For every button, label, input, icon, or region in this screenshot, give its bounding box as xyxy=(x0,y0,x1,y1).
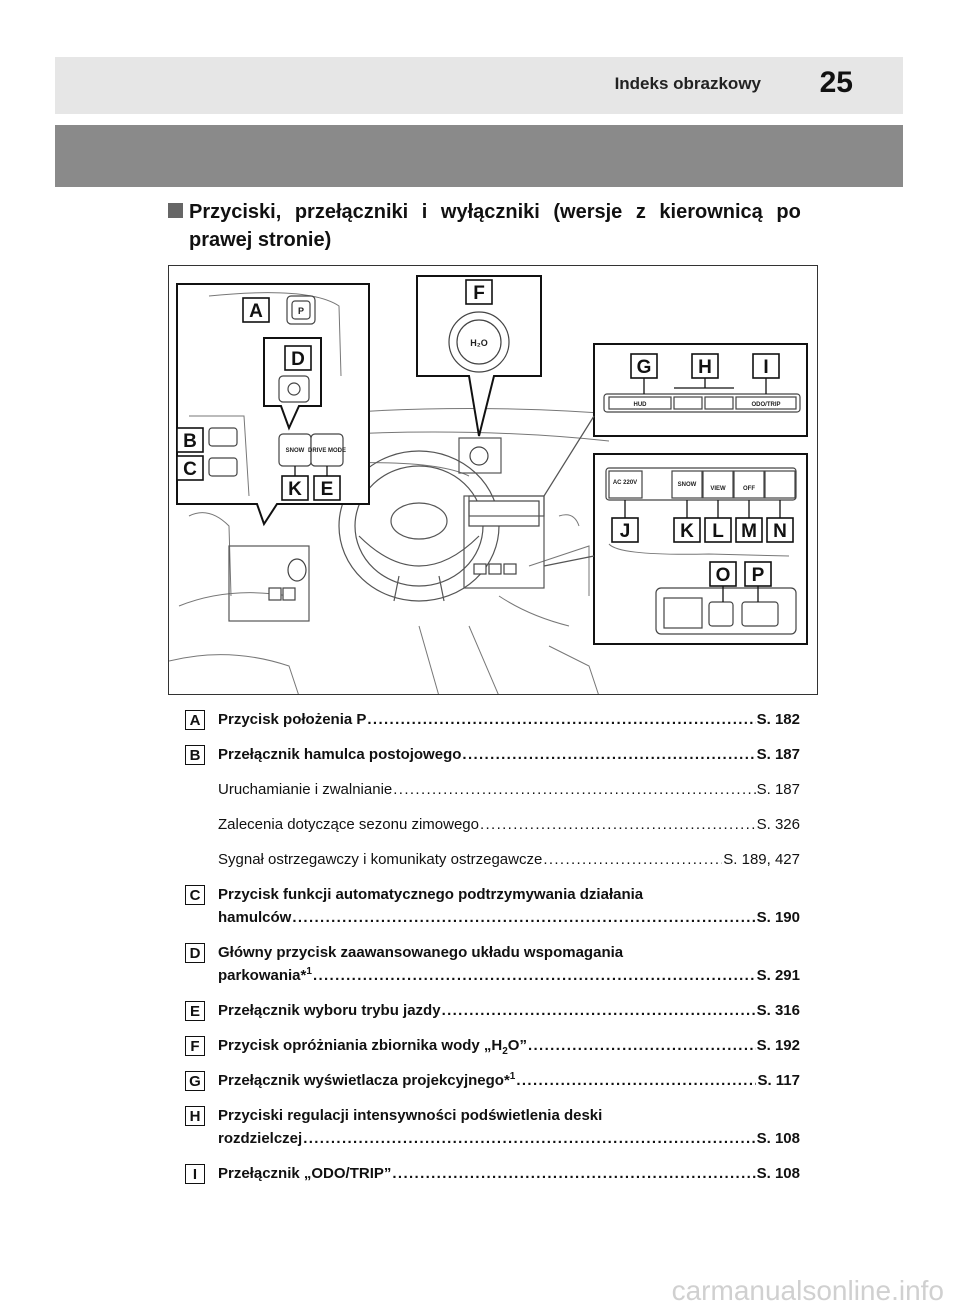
page-ref[interactable]: S. 117 xyxy=(757,1072,800,1089)
legend-entry-e: E Przełącznik wyboru trybu jazdy S. 316 xyxy=(185,999,800,1022)
cabin-sketch xyxy=(169,408,640,694)
callout-f: H₂O xyxy=(416,275,542,437)
page-ref[interactable]: S. 316 xyxy=(756,1002,800,1019)
entry-text: Przełącznik „ODO/TRIP” xyxy=(218,1165,392,1182)
figure-label-j: J xyxy=(620,521,631,542)
ac-button-label: AC 220V xyxy=(613,480,637,486)
legend-entry-b: B Przełącznik hamulca postojowego S. 187 xyxy=(185,743,800,766)
entry-text: parkowania* xyxy=(218,967,307,984)
page-ref[interactable]: S. 182 xyxy=(756,711,800,728)
figure-label-a: A xyxy=(249,301,263,322)
letter-badge: A xyxy=(185,710,205,730)
legend-subentry: Uruchamianie i zwalnianie S. 187 xyxy=(185,778,800,801)
entry-text: Przycisk położenia P xyxy=(218,711,367,728)
letter-badge: C xyxy=(185,885,205,905)
figure-label-d: D xyxy=(291,349,305,370)
callout-left: P SNOW DRIVE MODE xyxy=(176,283,370,527)
page-ref[interactable]: S. 326 xyxy=(756,816,800,833)
figure-label-b: B xyxy=(183,431,197,452)
legend-entry-c: C Przycisk funkcji automatycznego podtrz… xyxy=(185,883,800,929)
heading-line1: Przyciski, przełączniki i wyłączniki (we… xyxy=(189,201,801,223)
dashboard-illustration: P SNOW DRIVE MODE H₂O HUD ODO/TRIP xyxy=(168,265,818,695)
figure-label-p: P xyxy=(752,565,765,586)
figure-label-m: M xyxy=(741,521,757,542)
figure-label-g: G xyxy=(637,357,652,378)
h2o-button-label: H₂O xyxy=(470,338,488,348)
p-button-label: P xyxy=(298,306,304,316)
figure-label-k-left: K xyxy=(288,479,302,500)
section-heading: Przyciski, przełączniki i wyłączniki (we… xyxy=(168,198,808,254)
letter-badge: E xyxy=(185,1001,205,1021)
figure-label-n: N xyxy=(773,521,787,542)
entry-text: Przełącznik wyboru trybu jazdy xyxy=(218,1002,441,1019)
legend-entry-i: I Przełącznik „ODO/TRIP” S. 108 xyxy=(185,1162,800,1185)
footnote-marker: 1 xyxy=(306,966,312,977)
letter-badge: H xyxy=(185,1106,205,1126)
heading-line2: prawej stronie) xyxy=(189,229,332,251)
letter-badge: G xyxy=(185,1071,205,1091)
letter-badge: I xyxy=(185,1164,205,1184)
legend-list: A Przycisk położenia P S. 182 B Przełączn… xyxy=(185,708,800,1197)
figure-label-l: L xyxy=(712,521,724,542)
figure-label-i: I xyxy=(763,357,768,378)
figure-label-c: C xyxy=(183,459,197,480)
entry-text: Przełącznik wyświetlacza projekcyjnego* xyxy=(218,1072,510,1089)
figure-label-o: O xyxy=(716,565,731,586)
legend-entry-h: H Przyciski regulacji intensywności podś… xyxy=(185,1104,800,1150)
page-header: Indeks obrazkowy 25 xyxy=(55,57,903,114)
page-ref[interactable]: S. 187 xyxy=(756,746,800,763)
page-ref[interactable]: S. 190 xyxy=(756,909,800,926)
legend-subentry: Zalecenia dotyczące sezonu zimowego S. 32… xyxy=(185,813,800,836)
page-ref[interactable]: S. 108 xyxy=(756,1130,800,1147)
letter-badge: D xyxy=(185,943,205,963)
view-button-label: VIEW xyxy=(710,486,726,492)
snow2-button-label: SNOW xyxy=(678,482,697,488)
legend-entry-d: D Główny przycisk zaawansowanego układu … xyxy=(185,941,800,987)
entry-text-line1: Przycisk funkcji automatycznego podtrzym… xyxy=(218,886,644,903)
subscript: 2 xyxy=(502,1046,508,1057)
figure-label-k: K xyxy=(680,521,694,542)
footnote-marker: 1 xyxy=(509,1071,516,1082)
drive-mode-label: DRIVE MODE xyxy=(308,448,346,454)
page-ref[interactable]: S. 291 xyxy=(756,967,800,984)
letter-badge: B xyxy=(185,745,205,765)
entry-text: Przycisk opróżniania zbiornika wody „H xyxy=(218,1037,503,1054)
entry-text: hamulców xyxy=(218,909,292,926)
entry-text: rozdzielczej xyxy=(218,1130,303,1147)
entry-text-line1: Przyciski regulacji intensywności podświ… xyxy=(218,1107,603,1124)
entry-text-end: O” xyxy=(507,1037,527,1054)
page-number: 25 xyxy=(819,66,853,99)
page-ref[interactable]: S. 189, 427 xyxy=(723,851,800,868)
subentry-text: Uruchamianie i zwalnianie xyxy=(218,781,393,798)
odo-trip-button-label: ODO/TRIP xyxy=(751,402,780,408)
section-band xyxy=(55,125,903,187)
subentry-text: Sygnał ostrzegawczy i komunikaty ostrzeg… xyxy=(218,851,543,868)
subentry-text: Zalecenia dotyczące sezonu zimowego xyxy=(218,816,479,833)
letter-badge: F xyxy=(185,1036,205,1056)
legend-entry-a: A Przycisk położenia P S. 182 xyxy=(185,708,800,731)
page-ref[interactable]: S. 192 xyxy=(756,1037,800,1054)
legend-entry-g: G Przełącznik wyświetlacza projekcyjnego… xyxy=(185,1069,800,1092)
snow-button-label: SNOW xyxy=(286,448,305,454)
hud-button-label: HUD xyxy=(634,402,648,408)
figure-label-f: F xyxy=(473,283,485,304)
legend-subentry: Sygnał ostrzegawczy i komunikaty ostrzeg… xyxy=(185,848,800,871)
entry-text-line1: Główny przycisk zaawansowanego układu ws… xyxy=(218,944,624,961)
page-ref[interactable]: S. 108 xyxy=(756,1165,800,1182)
figure-label-e: E xyxy=(321,479,334,500)
header-title: Indeks obrazkowy xyxy=(614,74,761,93)
figure-label-h: H xyxy=(698,357,712,378)
legend-entry-f: F Przycisk opróżniania zbiornika wody „H… xyxy=(185,1034,800,1057)
page-ref[interactable]: S. 187 xyxy=(756,781,800,798)
callout-jp: AC 220V SNOW VIEW OFF xyxy=(543,453,808,645)
off-button-label: OFF xyxy=(743,486,755,492)
figure-labels: A B C D E F G H I J K K L M N O P xyxy=(176,279,794,587)
watermark: carmanualsonline.info xyxy=(671,1275,944,1306)
square-bullet-icon xyxy=(168,203,183,218)
entry-text: Przełącznik hamulca postojowego xyxy=(218,746,462,763)
